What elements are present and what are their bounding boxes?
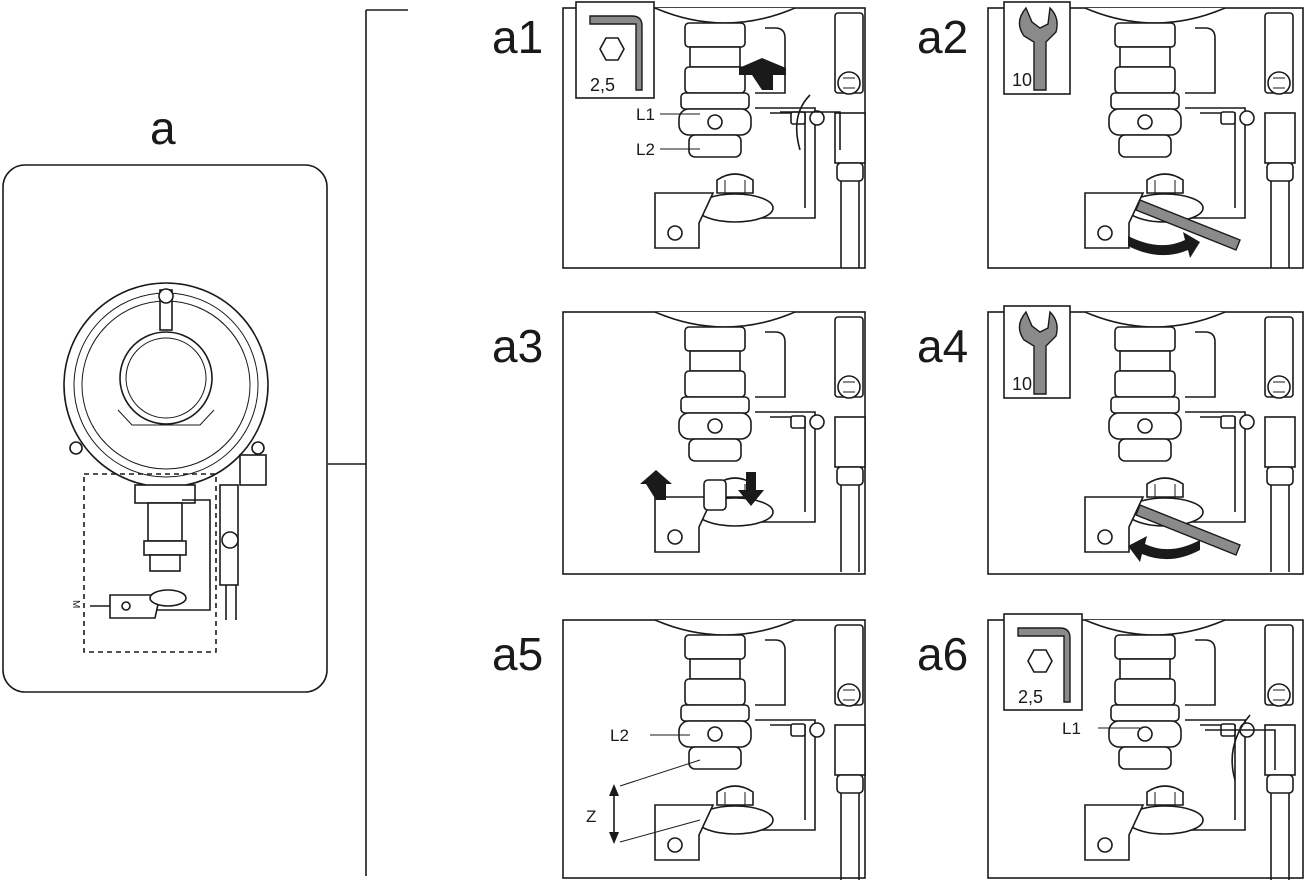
step-a5-z-label: Z [586, 807, 596, 826]
step-a3-assembly [654, 311, 866, 573]
step-a5-label: a5 [492, 628, 543, 680]
up-arrow-icon [640, 470, 672, 500]
step-a5-l2-label: L2 [610, 726, 629, 745]
step-a1-l2-label: L2 [636, 140, 655, 159]
rotate-arrow-icon [1128, 536, 1200, 562]
detail-highlight-box [83, 473, 217, 653]
step-a2-wrench-size: 10 [1012, 70, 1032, 90]
step-a6-hex-size: 2,5 [1018, 687, 1043, 707]
rotate-arrow-icon [1231, 714, 1251, 781]
overview-frame [2, 164, 328, 693]
step-a2-wrench [1135, 199, 1241, 251]
overview-m-label: M [70, 600, 81, 608]
down-arrow-icon [738, 472, 764, 506]
connector-bracket [328, 9, 408, 876]
step-a3-label: a3 [492, 320, 543, 372]
rotate-arrow-icon [795, 94, 811, 151]
step-a4-label: a4 [917, 320, 968, 372]
burner-overview [63, 282, 269, 620]
rotate-arrow-icon [1128, 232, 1200, 258]
step-a6-label: a6 [917, 628, 968, 680]
step-a2-label: a2 [917, 11, 968, 63]
step-a1-l1-label: L1 [636, 105, 655, 124]
overview-label: a [150, 102, 176, 154]
step-a4-wrench-size: 10 [1012, 374, 1032, 394]
step-a1-assembly [654, 7, 866, 269]
step-a6-l1-label: L1 [1062, 719, 1081, 738]
step-a5-assembly [654, 619, 866, 881]
up-arrow-icon [739, 58, 786, 90]
step-a3-nozzle [703, 479, 727, 511]
step-a6-hex-key [1205, 729, 1276, 770]
step-a1-label: a1 [492, 11, 543, 63]
step-a4-wrench [1135, 504, 1241, 556]
step-a1-hex-size: 2,5 [590, 75, 615, 95]
step-a6-assembly [1084, 619, 1296, 881]
